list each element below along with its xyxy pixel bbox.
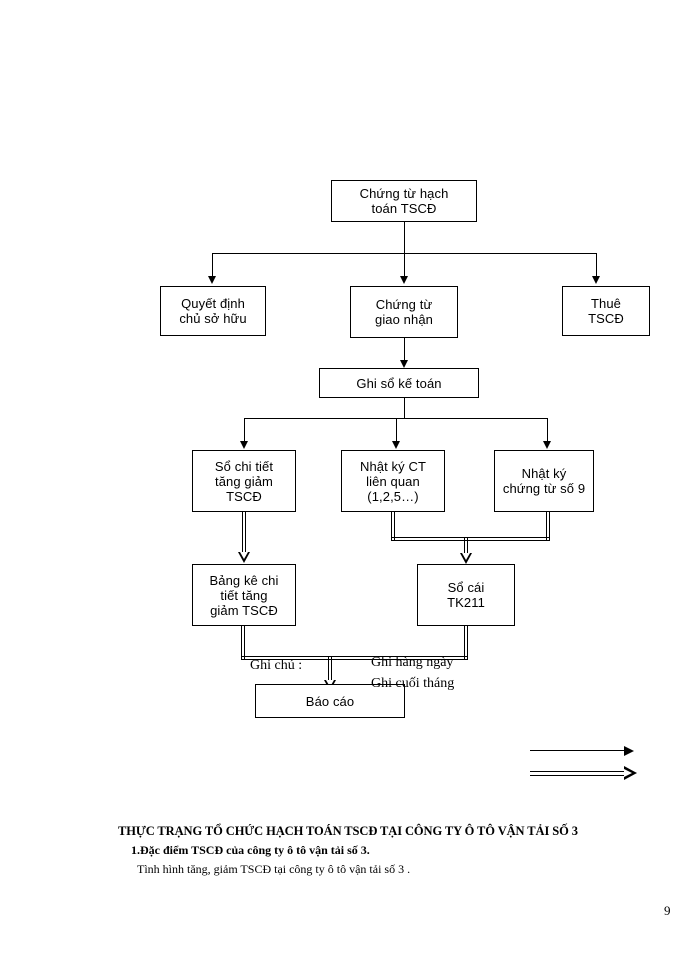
connector-dbl-so-chi-tiet-to-bang-ke <box>242 512 246 555</box>
legend-key-monthly-arrowhead <box>624 766 637 780</box>
connector-row1-stem <box>404 222 405 253</box>
node-so-cai-tk211: Sổ cái TK211 <box>417 564 515 626</box>
connector-drop-quyet-dinh <box>212 253 213 278</box>
connector-dbl-merge-bar-bao-cao <box>241 656 468 660</box>
node-nhat-ky-chung-tu-so-9: Nhật ký chứng từ số 9 <box>494 450 594 512</box>
legend-label: Ghi chú : <box>250 658 303 673</box>
connector-dbl-to-bao-cao <box>328 656 332 684</box>
arrowhead-nhat-ky-ct <box>392 441 400 449</box>
arrowhead-quyet-dinh <box>208 276 216 284</box>
connector-drop-nhat-ky-ct <box>396 418 397 443</box>
connector-dbl-so-cai-down <box>464 626 468 660</box>
legend-key-monthly-line-bottom <box>530 775 628 776</box>
connector-drop-thue-tscd <box>596 253 597 278</box>
legend-daily-label: Ghi hàng ngày <box>371 655 454 670</box>
node-bang-ke-chi-tiet: Bảng kê chi tiết tăng giảm TSCĐ <box>192 564 296 626</box>
node-chung-tu-hach-toan: Chứng từ hạch toán TSCĐ <box>331 180 477 222</box>
arrowhead-so-chi-tiet <box>240 441 248 449</box>
legend-key-daily-arrowhead <box>624 746 634 756</box>
connector-dbl-bang-ke-down <box>241 626 245 660</box>
arrowhead-chung-tu-giao-nhan <box>400 276 408 284</box>
connector-row3-bar <box>244 418 547 419</box>
connector-dbl-nhat-ky-ct9-down <box>546 512 550 540</box>
arrowhead-dbl-bang-ke <box>238 552 250 563</box>
legend-key-monthly-line-top <box>530 771 628 772</box>
connector-dbl-to-so-cai <box>464 537 468 557</box>
node-chung-tu-giao-nhan: Chứng từ giao nhận <box>350 286 458 338</box>
node-nhat-ky-ct-lien-quan: Nhật ký CT liên quan (1,2,5…) <box>341 450 445 512</box>
node-thue-tscd: Thuê TSCĐ <box>562 286 650 336</box>
footer-title: THỰC TRẠNG TỔ CHỨC HẠCH TOÁN TSCĐ TẠI CÔ… <box>118 824 578 838</box>
node-quyet-dinh-chu-so-huu: Quyết định chủ sở hữu <box>160 286 266 336</box>
connector-drop-so-chi-tiet <box>244 418 245 443</box>
node-so-chi-tiet-tang-giam: Sổ chi tiết tăng giảm TSCĐ <box>192 450 296 512</box>
arrowhead-ghi-so <box>400 360 408 368</box>
arrowhead-thue-tscd <box>592 276 600 284</box>
connector-dbl-nhat-ky-ct-down <box>391 512 395 540</box>
node-ghi-so-ke-toan: Ghi sổ kế toán <box>319 368 479 398</box>
connector-dbl-merge-bar-so-cai <box>391 537 550 541</box>
connector-drop-nhat-ky-ct-9 <box>547 418 548 443</box>
node-bao-cao: Báo cáo <box>255 684 405 718</box>
arrowhead-nhat-ky-ct-9 <box>543 441 551 449</box>
connector-row3-stem <box>404 398 405 418</box>
arrowhead-dbl-so-cai <box>460 553 472 564</box>
legend-key-daily-line <box>530 750 626 751</box>
connector-to-ghi-so <box>404 338 405 362</box>
footer-subtitle: 1.Đặc điểm TSCĐ của công ty ô tô vận tải… <box>131 843 370 857</box>
footer-body: Tình hình tăng, giảm TSCĐ tại công ty ô … <box>137 862 411 876</box>
connector-drop-chung-tu-giao-nhan <box>404 253 405 278</box>
page-number: 9 <box>664 903 671 918</box>
legend-monthly-label: Ghi cuối tháng <box>371 676 455 691</box>
